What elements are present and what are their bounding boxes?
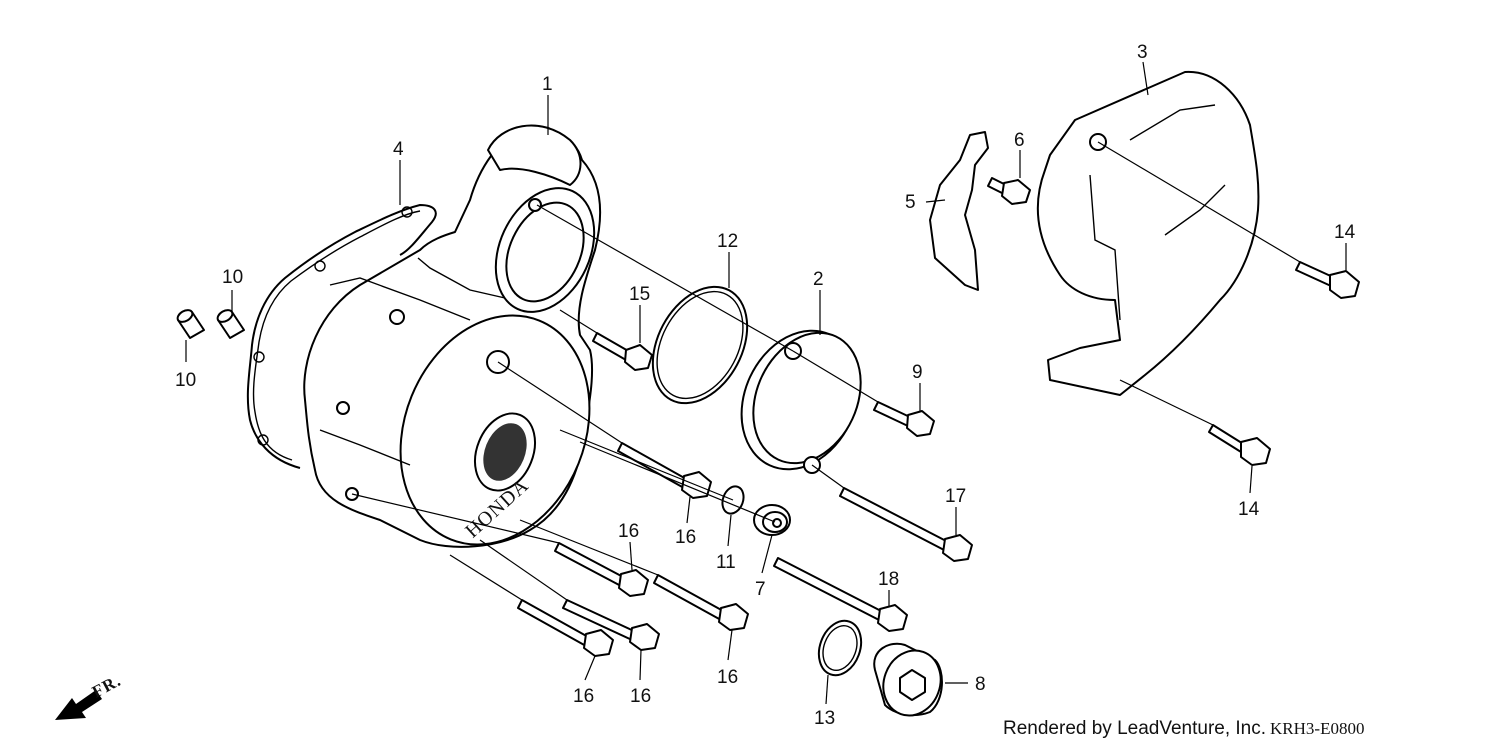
bolt-14-upper bbox=[1295, 261, 1360, 299]
callout-2: 2 bbox=[813, 269, 824, 290]
callout-15: 15 bbox=[629, 284, 650, 305]
callout-1: 1 bbox=[542, 74, 553, 95]
bolt-15 bbox=[592, 332, 653, 371]
front-direction-arrow: FR. bbox=[55, 671, 124, 720]
bolt-14-lower bbox=[1208, 424, 1271, 466]
render-credit: Rendered by LeadVenture, Inc.KRH3-E0800 bbox=[1003, 718, 1364, 740]
callout-16-top: 16 bbox=[618, 521, 639, 542]
callout-9: 9 bbox=[912, 362, 923, 383]
callout-leaders bbox=[185, 61, 1347, 705]
o-ring-13 bbox=[817, 619, 863, 677]
bolt-6 bbox=[987, 177, 1031, 205]
bolt-17 bbox=[839, 487, 973, 562]
o-ring-12 bbox=[651, 285, 749, 405]
callout-11: 11 bbox=[716, 552, 736, 573]
callout-16-left: 16 bbox=[573, 686, 594, 707]
credit-text: Rendered by LeadVenture, Inc. bbox=[1003, 718, 1267, 739]
bolt-16-d bbox=[562, 599, 660, 651]
callout-4: 4 bbox=[393, 139, 404, 160]
shield-plate-5 bbox=[929, 131, 989, 291]
left-crankcase-cover: HONDA bbox=[303, 124, 602, 548]
callout-7: 7 bbox=[755, 579, 766, 600]
callout-14-lower: 14 bbox=[1238, 499, 1260, 520]
bolt-16-c bbox=[517, 599, 614, 657]
callout-16-mid: 16 bbox=[675, 527, 696, 548]
callout-3: 3 bbox=[1137, 42, 1148, 63]
bolt-9 bbox=[873, 401, 935, 437]
bolt-16-b bbox=[653, 574, 749, 631]
shroud-cover-3 bbox=[1036, 70, 1260, 396]
diagram-code: KRH3-E0800 bbox=[1270, 719, 1365, 738]
callout-18: 18 bbox=[878, 569, 899, 590]
bolt-16-a bbox=[554, 542, 649, 597]
callout-14-upper: 14 bbox=[1334, 222, 1356, 243]
dowel-pin-upper bbox=[216, 309, 245, 339]
callout-10-upper: 10 bbox=[222, 267, 243, 288]
small-cover-2 bbox=[740, 329, 862, 474]
callout-17: 17 bbox=[945, 486, 966, 507]
callout-12: 12 bbox=[717, 231, 738, 252]
assembly-lines bbox=[351, 141, 1301, 601]
bolt-18 bbox=[773, 557, 908, 632]
dowel-pin-lower bbox=[176, 309, 205, 339]
callout-16-right: 16 bbox=[717, 667, 738, 688]
callout-6: 6 bbox=[1014, 130, 1025, 151]
callout-16-center: 16 bbox=[630, 686, 651, 707]
callout-5: 5 bbox=[905, 192, 916, 213]
callout-13: 13 bbox=[814, 708, 835, 729]
callout-8: 8 bbox=[975, 674, 986, 695]
callout-10-lower: 10 bbox=[175, 370, 196, 391]
plug-bolt-7 bbox=[753, 504, 791, 536]
cover-gasket bbox=[246, 203, 437, 469]
large-plug-8 bbox=[873, 642, 943, 717]
